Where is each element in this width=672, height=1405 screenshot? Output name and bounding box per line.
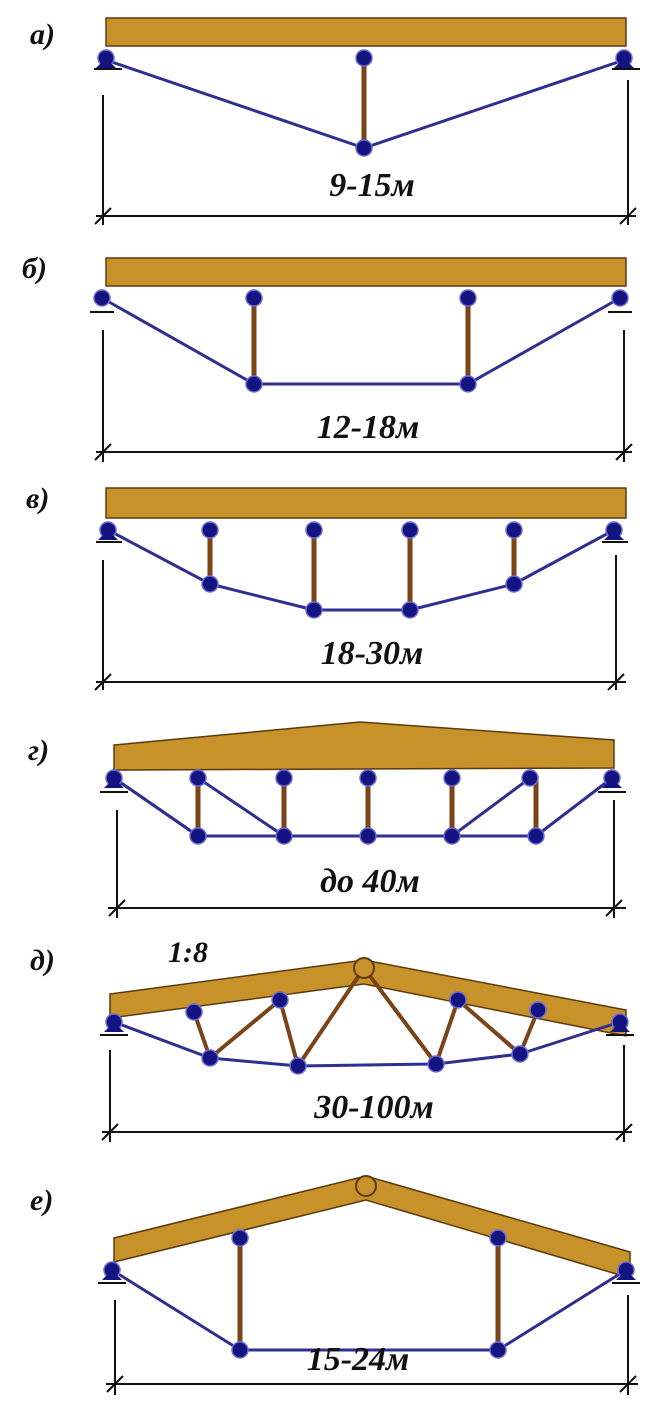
joint [231,1229,249,1247]
panel-a-label: а) [30,18,55,51]
joint [305,601,323,619]
joint [489,1229,507,1247]
panel-a-span-label: 9-15м [329,167,415,204]
panel-v-supports [96,530,628,543]
joint [289,1057,307,1075]
joint [305,521,323,539]
ridge-hinge [355,1175,377,1197]
panel-d-label: д) [30,944,55,977]
panel-e-label: е) [30,1184,53,1217]
panel-v-label: в) [26,482,49,515]
panel-d-tie [112,1020,622,1068]
panel-e-joints [103,1175,635,1359]
joint [359,769,377,787]
panel-d-slope-label: 1:8 [168,936,208,969]
panel-a: а) 9-15м [30,17,640,225]
support-right [614,58,634,68]
panel-g-diagonal [450,776,532,838]
panel-e-span-label: 15-24м [307,1341,410,1378]
panel-a-tie-left [104,58,366,150]
joint [401,601,419,619]
joint [459,289,477,307]
panel-d-span-label: 30-100м [313,1089,434,1126]
joint [245,375,263,393]
joint [505,575,523,593]
joint [189,769,207,787]
panel-e-dimension: 15-24м [106,1295,638,1395]
joint [355,139,373,157]
joint [271,991,289,1009]
panel-e-tie [110,1268,628,1352]
panel-v-span-label: 18-30м [321,635,424,672]
joint [189,827,207,845]
panel-b-span-label: 12-18м [317,409,420,446]
panel-v: в) 18- [26,482,628,691]
panel-g-top-chord [113,721,615,771]
joint [201,521,219,539]
panel-g-span-label: до 40м [320,863,420,900]
joint [449,991,467,1009]
panel-g-label: г) [28,734,49,767]
panel-g: г) [28,721,626,918]
joint [529,1001,547,1019]
support-right [610,1022,630,1032]
support-left [104,778,124,788]
ridge-hinge [353,957,375,979]
joint [505,521,523,539]
support-right [604,530,624,540]
panel-d: д) 1:8 30- [30,936,634,1142]
joint [527,827,545,845]
support-left [104,1022,124,1032]
panel-b-dimension: 12-18м [94,330,633,462]
joint [231,1341,249,1359]
panel-b-tie [100,296,622,386]
panel-v-dimension: 18-30м [94,555,626,691]
joint [359,827,377,845]
joint [443,827,461,845]
panel-b: б) 12-18м [22,252,633,462]
joint [489,1341,507,1359]
joint [459,375,477,393]
joint [93,289,111,307]
joint [275,769,293,787]
joint [275,827,293,845]
panel-e-supports [98,1270,640,1284]
joint [245,289,263,307]
panel-d-supports [100,1022,634,1036]
panel-g-diagonal [196,776,286,838]
panel-b-joints [93,289,629,393]
support-right [602,778,622,788]
panel-g-diagonal [112,776,200,838]
panel-v-tie [106,528,616,612]
support-left [96,58,116,68]
panel-d-joints [105,957,629,1075]
panel-g-joints [105,769,621,845]
joint [443,769,461,787]
panel-g-supports [100,778,626,793]
joint [201,1049,219,1067]
joint [611,289,629,307]
panel-d-dimension: 30-100м [101,1045,633,1142]
joint [521,769,539,787]
joint [401,521,419,539]
joint [185,1003,203,1021]
panel-a-supports [94,58,640,70]
panel-e: е) 15-24м [30,1175,640,1395]
panel-g-dimension: до 40м [108,800,626,918]
support-left [102,1270,122,1280]
panel-a-tie-right [362,58,626,150]
joint [201,575,219,593]
support-right [616,1270,636,1280]
joint [355,49,373,67]
panel-a-top-beam [105,17,627,47]
joint [511,1045,529,1063]
panel-b-label: б) [22,252,47,285]
panel-v-top-beam [105,487,627,519]
panel-a-dimension: 9-15м [94,80,637,225]
panel-v-joints [99,521,623,619]
support-left [98,530,118,540]
panel-b-top-beam [105,257,627,287]
joint [427,1055,445,1073]
